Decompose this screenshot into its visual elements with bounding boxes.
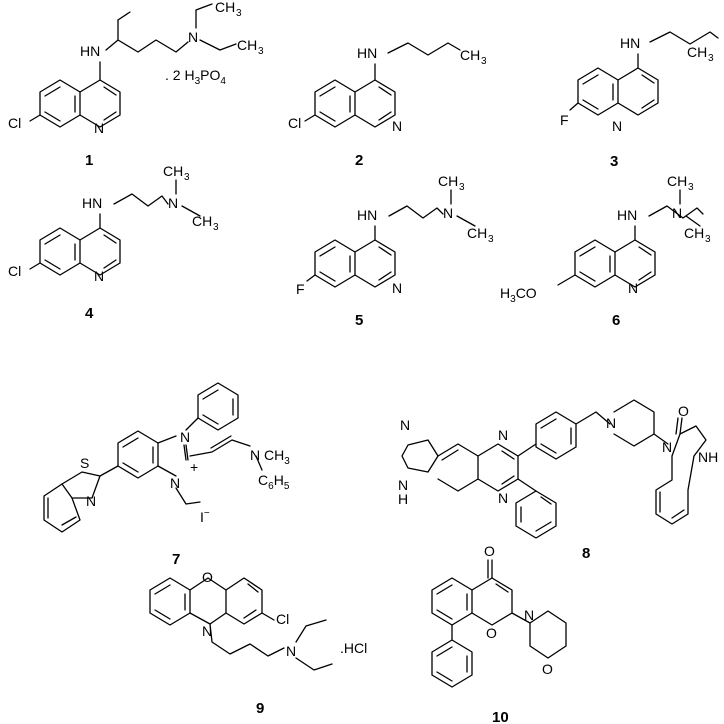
compound-1-structure: HN N CH 3 CH 3 Cl N . 2 H3PO4 1 bbox=[8, 0, 264, 169]
compound-6-hn: HN bbox=[617, 207, 637, 223]
compound-2-cl: Cl bbox=[288, 115, 301, 131]
compound-4-structure: HN N CH 3 CH 3 Cl N 4 bbox=[8, 163, 219, 322]
compound-5-hn: HN bbox=[357, 207, 377, 223]
compound-6-structure: HN N CH 3 CH 3 H3CO N 6 bbox=[500, 173, 711, 329]
compound-7-c6h5: C6H5 bbox=[258, 472, 290, 492]
compound-6-h3co: H3CO bbox=[500, 285, 537, 305]
compound-4-cl: Cl bbox=[8, 263, 21, 279]
compound-7-amine-n: N bbox=[250, 447, 260, 463]
compound-2-number: 2 bbox=[355, 152, 363, 169]
compound-8-nh: NH bbox=[698, 449, 718, 465]
compound-3-hn: HN bbox=[620, 35, 640, 51]
compound-5-ch3-top-sub: 3 bbox=[459, 182, 465, 193]
compound-9-cl: Cl bbox=[276, 611, 289, 627]
compound-10-ring-o: O bbox=[486, 625, 497, 641]
compound-4-n: N bbox=[168, 195, 178, 211]
compound-7-n-bottom: N bbox=[170, 475, 180, 491]
compound-6-ch3-right: CH bbox=[684, 225, 704, 241]
compound-1-salt: . 2 H3PO4 bbox=[165, 67, 226, 87]
compound-3-ch3-sub: 3 bbox=[708, 53, 714, 64]
compound-8-piperidine-n: N bbox=[606, 415, 616, 431]
compound-5-ch3-right-sub: 3 bbox=[488, 234, 494, 245]
compound-1-ch3-right-sub: 3 bbox=[258, 46, 264, 57]
compound-5-ch3-top: CH bbox=[438, 173, 458, 189]
compound-7-structure: N N + S N N CH3 C6H5 I− 7 bbox=[43, 382, 290, 568]
compound-7-thiazole-n: N bbox=[86, 493, 96, 509]
compound-10-number: 10 bbox=[492, 709, 509, 724]
compound-5-ring-n: N bbox=[392, 280, 402, 296]
compound-4-number: 4 bbox=[85, 305, 94, 322]
compound-8-benzimidazolone-n: N bbox=[662, 439, 672, 455]
compound-3-ring-n: N bbox=[612, 118, 622, 134]
compound-7-n-top: N bbox=[180, 429, 190, 445]
compound-2-ch3: CH bbox=[460, 47, 480, 63]
compound-4-ch3-top-sub: 3 bbox=[184, 172, 190, 183]
compound-7-ch3: CH3 bbox=[264, 447, 290, 467]
compound-8-pyrazine-n-bottom: N bbox=[498, 490, 508, 506]
compound-1-ring-n: N bbox=[94, 120, 104, 136]
compound-9-structure: O N Cl N .HCl 9 bbox=[149, 569, 367, 717]
compound-1-number: 1 bbox=[85, 152, 93, 169]
compound-10-carbonyl-o: O bbox=[484, 543, 495, 559]
compound-8-nh-n: N bbox=[398, 477, 408, 493]
compound-3-structure: HN CH 3 F N 3 bbox=[560, 31, 719, 170]
compound-4-ring-n: N bbox=[94, 268, 104, 284]
compound-8-number: 8 bbox=[582, 545, 590, 562]
compound-5-structure: HN N CH 3 CH 3 F N 5 bbox=[296, 173, 494, 329]
compound-10-structure: O O N O 10 bbox=[431, 543, 567, 724]
compound-4-ch3-right-sub: 3 bbox=[213, 222, 219, 233]
compound-7-s: S bbox=[80, 455, 89, 471]
compound-1-cl: Cl bbox=[8, 115, 21, 131]
compound-5-f: F bbox=[296, 281, 305, 297]
compound-3-ch3: CH bbox=[687, 44, 707, 60]
compound-6-ch3-top-sub: 3 bbox=[688, 182, 694, 193]
compound-1-hn: HN bbox=[80, 43, 100, 59]
compound-2-ring-n: N bbox=[392, 118, 402, 134]
compound-6-ring-n: N bbox=[628, 280, 638, 296]
compound-10-morpholine-o: O bbox=[542, 661, 553, 677]
compound-1-ch3-top: CH bbox=[215, 0, 235, 15]
compound-4-hn: HN bbox=[82, 195, 102, 211]
compound-9-o: O bbox=[202, 569, 213, 585]
compound-7-charge: + bbox=[190, 459, 198, 475]
compound-9-number: 9 bbox=[256, 700, 264, 717]
compound-5-number: 5 bbox=[355, 312, 363, 329]
compound-1-ch3-top-sub: 3 bbox=[236, 8, 242, 19]
compound-10-morpholine-n: N bbox=[524, 607, 534, 623]
compound-2-ch3-sub: 3 bbox=[481, 56, 487, 67]
compound-2-hn: HN bbox=[357, 45, 377, 61]
compound-8-imidazole-n: N bbox=[400, 417, 410, 433]
compound-6-n: N bbox=[672, 205, 682, 221]
compound-7-number: 7 bbox=[172, 551, 180, 568]
compound-6-number: 6 bbox=[612, 312, 620, 329]
compound-8-carbonyl-o: O bbox=[678, 403, 689, 419]
compound-8-structure: N N N N H N O NH N 8 bbox=[398, 399, 718, 562]
compound-3-number: 3 bbox=[610, 153, 618, 170]
compound-8-nh-h: H bbox=[398, 491, 408, 507]
compound-8-pyrazine-n-top: N bbox=[498, 427, 508, 443]
compound-4-ch3-right: CH bbox=[192, 213, 212, 229]
compound-1-ch3-right: CH bbox=[237, 37, 257, 53]
compound-6-ch3-right-sub: 3 bbox=[705, 234, 711, 245]
compound-1-n: N bbox=[188, 29, 198, 45]
compound-6-ch3-top: CH bbox=[667, 173, 687, 189]
compound-2-structure: HN CH 3 Cl N 2 bbox=[288, 42, 487, 169]
compound-9-hcl: .HCl bbox=[340, 640, 367, 656]
compound-5-n: N bbox=[443, 205, 453, 221]
compound-4-ch3-top: CH bbox=[163, 163, 183, 179]
compound-7-iodide: I− bbox=[200, 508, 210, 525]
compound-9-ring-n: N bbox=[202, 623, 212, 639]
compound-5-ch3-right: CH bbox=[467, 225, 487, 241]
compound-3-f: F bbox=[560, 112, 569, 128]
compound-9-amine-n: N bbox=[286, 643, 296, 659]
